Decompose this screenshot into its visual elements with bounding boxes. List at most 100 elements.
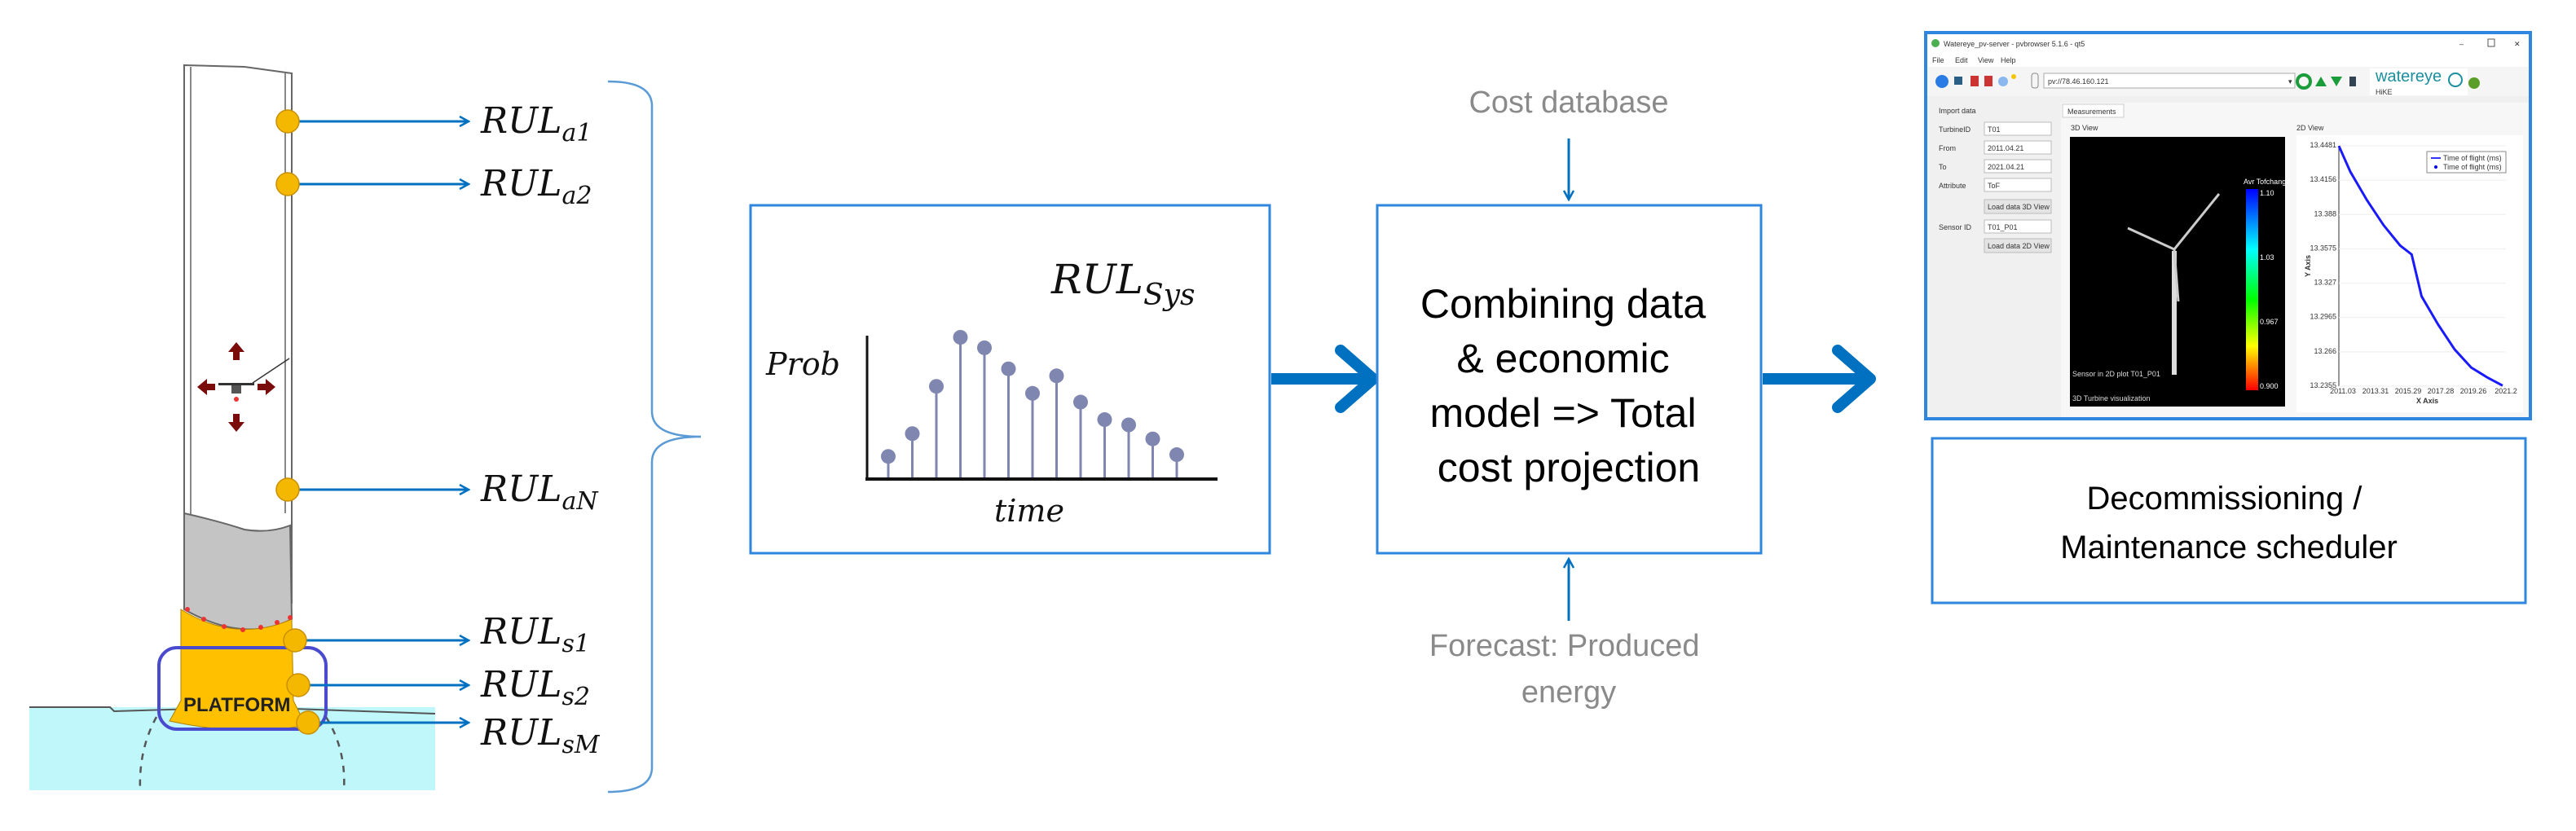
field-input[interactable] <box>1984 219 2052 234</box>
help-icon[interactable] <box>1998 77 2008 86</box>
home-icon[interactable] <box>1935 75 1949 88</box>
menu-view[interactable]: View <box>1978 56 1994 64</box>
colorbar-tick: 1.10 <box>2260 189 2274 197</box>
field-label: Attribute <box>1939 182 1966 190</box>
cost-model-text: Combining data & economic model => Total… <box>1420 281 1717 490</box>
drone-icon <box>197 342 290 432</box>
rul-sys-title: RULSys <box>1050 256 1195 312</box>
menu-help[interactable]: Help <box>2001 56 2016 64</box>
turbine-3d-view: Avr Tofchange 1.10 1.03 0.967 0.900 Sensor … <box>2070 137 2290 407</box>
rul-label: RULs1 <box>480 611 590 658</box>
foundation-outline <box>139 716 346 791</box>
stem-marker <box>1121 417 1136 433</box>
tof-2d-plot: 13.448113.415613.38813.357513.32713.2965… <box>2296 135 2523 412</box>
bookmark-icon[interactable] <box>2031 73 2039 89</box>
field-label: Sensor ID <box>1939 223 1972 231</box>
close-button[interactable]: ✕ <box>2514 40 2521 48</box>
menu-edit[interactable]: Edit <box>1955 56 1968 64</box>
field-input[interactable] <box>1984 159 2052 174</box>
plot-ytick: 13.2355 <box>2310 381 2336 389</box>
colorbar-tick: 1.03 <box>2260 253 2274 262</box>
stem-marker <box>977 340 992 355</box>
view2d-title: 2D View <box>2296 124 2324 132</box>
plot-ytick: 13.388 <box>2314 209 2336 218</box>
stem-marker <box>1169 447 1184 463</box>
sensor-caption: Sensor in 2D plot T01_P01 <box>2072 370 2160 378</box>
colorbar-tick: 0.900 <box>2260 382 2279 390</box>
platform-label: PLATFORM <box>183 694 291 716</box>
view3d-title: 3D View <box>2071 124 2098 132</box>
rul-label: RULa2 <box>480 163 592 210</box>
forecast-label: Forecast: Produced energy <box>1429 629 1708 710</box>
sea-surface <box>29 706 436 714</box>
plot-ytick: 13.3575 <box>2310 244 2336 252</box>
cost-database-label: Cost database <box>1469 86 1668 120</box>
app-icon <box>1931 39 1940 47</box>
plot-ytick: 13.4481 <box>2310 141 2336 149</box>
sensor-a2: RULa2 <box>275 163 592 210</box>
stem-marker <box>881 449 896 464</box>
load-button-label: Load data 3D View <box>1988 203 2050 211</box>
minimize-button[interactable]: – <box>2459 40 2464 48</box>
turbine-blades <box>2127 193 2221 302</box>
field-input[interactable] <box>1984 140 2052 155</box>
plot-legend <box>2426 151 2507 174</box>
flow-arrow-2 <box>1763 345 1876 413</box>
sensor-sM: RULsM <box>296 710 601 759</box>
legend-entry: Time of flight (ms) <box>2443 163 2502 171</box>
up-icon[interactable] <box>2315 77 2327 86</box>
rul-label: RULs2 <box>480 664 590 711</box>
rul-label: RULa1 <box>480 100 592 147</box>
maximize-button[interactable] <box>2487 38 2495 47</box>
stem-marker <box>1049 368 1064 384</box>
load-button[interactable] <box>1984 238 2052 253</box>
recycle-icon <box>2448 73 2463 87</box>
url-field[interactable] <box>2043 73 2296 89</box>
stem-marker <box>1073 394 1088 410</box>
field-label: From <box>1939 144 1956 152</box>
load-button[interactable] <box>1984 199 2052 214</box>
svg-text:▾: ▾ <box>2288 77 2292 86</box>
stem-marker <box>905 426 920 442</box>
hike-logo: HiKE <box>2376 88 2393 96</box>
colorbar-title: Avr Tofchange <box>2244 178 2290 186</box>
pdf-icon[interactable] <box>1971 76 1979 86</box>
plot-xtick: 2011.03 <box>2330 387 2356 395</box>
url-value: pv://78.46.160.121 <box>2048 77 2109 86</box>
stem-marker <box>1001 361 1016 376</box>
field-value: T01_P01 <box>1988 223 2018 231</box>
app-window-screenshot: Watereye_pv-server - pvbrowser 5.1.6 - q… <box>1924 31 2532 420</box>
sensor-dot <box>275 109 300 134</box>
window-title: Watereye_pv-server - pvbrowser 5.1.6 - q… <box>1944 40 2085 48</box>
plot-xtick: 2021.2 <box>2495 387 2517 395</box>
sensor-dot <box>286 673 310 697</box>
connect-icon[interactable] <box>2349 77 2356 86</box>
field-input[interactable] <box>1984 121 2052 136</box>
field-label: To <box>1939 163 1947 171</box>
down-icon[interactable] <box>2331 77 2342 86</box>
info-icon[interactable] <box>2011 74 2016 79</box>
sensor-a1: RULa1 <box>275 100 592 147</box>
plot-xlabel: X Axis <box>2416 397 2438 405</box>
scheduler-box: Decommissioning / Maintenance scheduler <box>1931 437 2527 605</box>
rul-label: RULsM <box>480 712 601 759</box>
reload-icon[interactable] <box>2296 73 2312 90</box>
plot-ytick: 13.2965 <box>2310 313 2336 321</box>
tab-measurements[interactable] <box>2062 103 2125 118</box>
screenshot-icon[interactable] <box>1954 77 1962 85</box>
colorbar-tick: 0.967 <box>2260 318 2279 326</box>
plot-ytick: 13.4156 <box>2310 175 2336 183</box>
plot-xtick: 2019.26 <box>2460 387 2487 395</box>
field-input[interactable] <box>1984 178 2052 192</box>
tof-series <box>2337 145 2503 387</box>
sensor-dot <box>283 628 307 653</box>
menu-file[interactable]: File <box>1932 56 1944 64</box>
plot-xtick: 2017.28 <box>2428 387 2455 395</box>
svg-text:Decommissioning / Mainte: Decommissioning / Maintenance scheduler <box>2060 481 2398 565</box>
print-icon[interactable] <box>1984 76 1993 86</box>
watereye-logo: watereye <box>2375 68 2442 86</box>
stem-series <box>881 330 1184 477</box>
